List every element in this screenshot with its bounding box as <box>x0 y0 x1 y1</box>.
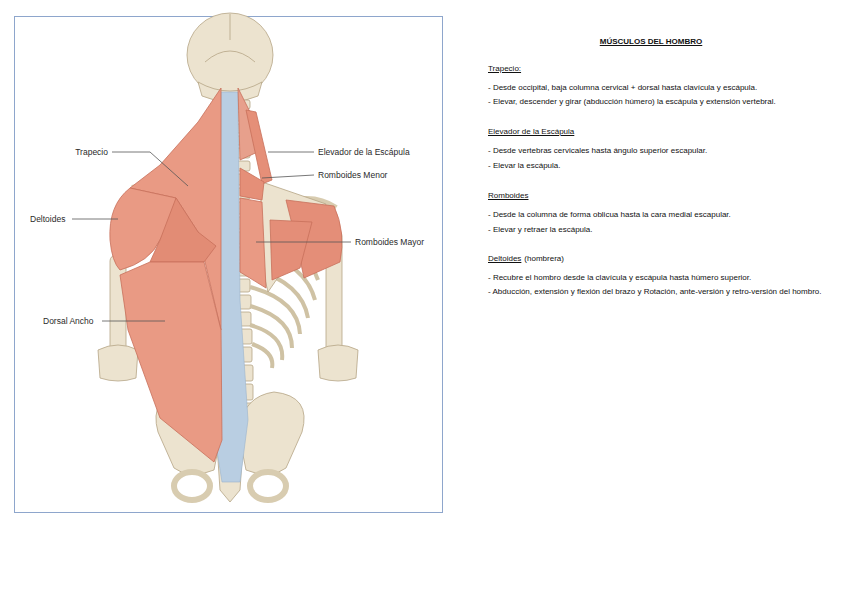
skeleton <box>98 13 358 502</box>
muscle-label: Deltoides <box>30 214 65 225</box>
muscles <box>110 88 342 462</box>
description-line: - Desde occipital, baja columna cervical… <box>488 83 833 93</box>
description-line: - Desde la columna de forma oblicua hast… <box>488 210 833 220</box>
description-line: - Abducción, extensión y flexión del bra… <box>488 287 833 297</box>
description-line: - Elevar, descender y girar (abducción h… <box>488 97 833 107</box>
description-line: - Elevar la escápula. <box>488 161 833 171</box>
leader-lines <box>72 152 351 321</box>
page-title: MÚSCULOS DEL HOMBRO <box>600 37 703 47</box>
section-heading: Elevador de la Escápula <box>488 127 574 137</box>
section-heading: Romboides <box>488 191 528 201</box>
muscle-label: Trapecio <box>75 147 108 158</box>
section-heading: Trapecio: <box>488 64 521 74</box>
muscle-label: Romboides Menor <box>318 170 387 181</box>
description-line: - Recubre el hombro desde la clavícula y… <box>488 273 833 283</box>
section-heading: Deltoides <box>488 254 521 264</box>
muscle-label: Dorsal Ancho <box>43 316 94 327</box>
description-line: - Desde vertebras cervicales hasta ángul… <box>488 146 833 156</box>
description-line: - Elevar y retraer la escápula. <box>488 225 833 235</box>
muscle-label: Romboides Mayor <box>355 237 424 248</box>
figure-frame <box>15 17 443 513</box>
muscle-label: Elevador de la Escápula <box>318 147 410 158</box>
section-note: (hombrera) <box>524 254 564 264</box>
